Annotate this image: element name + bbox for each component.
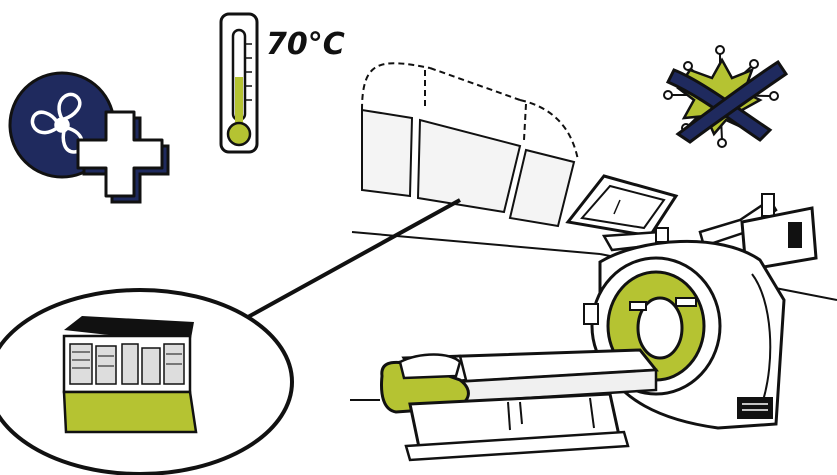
callout-connector [227, 198, 461, 330]
no-virus-icon [663, 45, 789, 148]
ceiling-window [565, 174, 679, 238]
ceiling-panels [361, 62, 579, 228]
wall-edge [351, 231, 601, 255]
ct-scanner [350, 193, 837, 462]
thermometer-fill [235, 77, 243, 132]
electronics-cabinet [62, 316, 198, 434]
thermometer-icon [219, 12, 259, 154]
temperature-label: 70°C [266, 27, 345, 62]
fan-plus-icon [8, 71, 170, 204]
